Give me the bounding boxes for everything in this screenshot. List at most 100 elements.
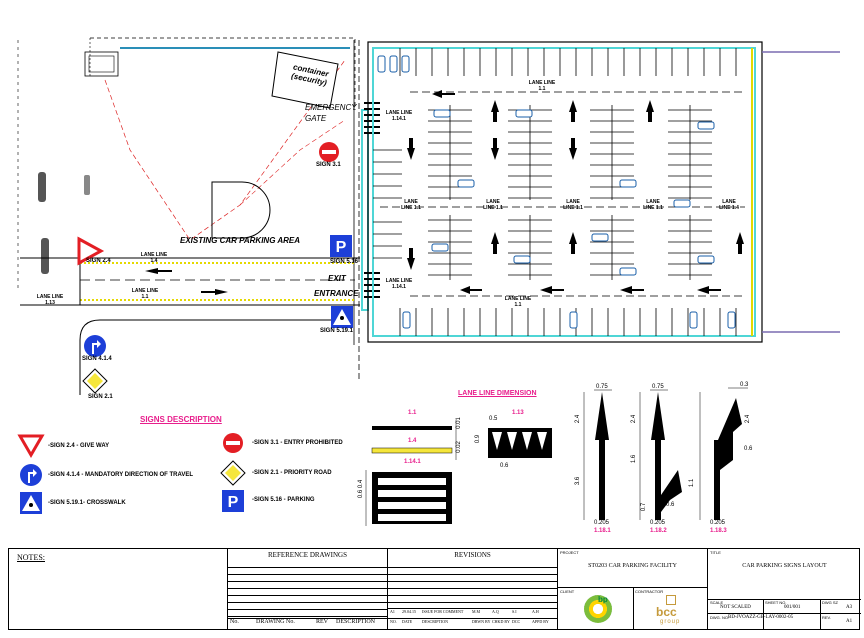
- sign-2-1-icon: [82, 368, 108, 394]
- lot-lane-1-4-mid: LANE LINE 1.4: [719, 199, 739, 211]
- lot-lane-1-14-1-bottom: LANE LINE 1.14.1: [385, 278, 413, 290]
- existing-parking-shape: [211, 181, 271, 239]
- exit-label: EXIT: [328, 274, 346, 283]
- lane-1-1-sample: [372, 426, 452, 430]
- lane-1-4-sample: [371, 447, 453, 454]
- lot-lane-1-1-top: LANE LINE 1.1: [528, 80, 556, 92]
- lane-dimension-title: LANE LINE DIMENSION: [458, 390, 537, 397]
- bottom-stalls: [399, 308, 737, 336]
- scale-value: NOT SCALED: [720, 605, 751, 610]
- bp-logo-text: bp: [598, 595, 608, 604]
- arrow-1-18-1: [595, 392, 609, 520]
- dwg-label: DWG. NO.: [710, 615, 730, 620]
- legend-item-parking: -SIGN 5.16 - PARKING: [252, 497, 315, 503]
- lot-lane-1-1-bottom: LANE LINE 1.1: [504, 296, 532, 308]
- legend-priority-icon: [220, 460, 246, 486]
- rev-row-date: 29.04.15: [402, 609, 416, 614]
- interior-stalls: [449, 105, 691, 280]
- dim-001: 0.01: [455, 417, 462, 429]
- left-stalls: [373, 149, 402, 259]
- drawing-title: CAR PARKING SIGNS LAYOUT: [742, 563, 827, 569]
- sign-3-1-label: SIGN 3.1: [316, 162, 341, 168]
- sign-5-16-icon: P: [330, 235, 352, 257]
- rev-col-dcc: DCC: [512, 619, 521, 624]
- project-panel: PROJECT ST0203 CAR PARKING FACILITY CLIE…: [557, 549, 707, 629]
- svg-text:P: P: [336, 239, 347, 256]
- lot-lane-1-1-mid-b: LANE LINE 1.1: [483, 199, 503, 211]
- dwg-number: BD-JVOAZZ-GE-LAY-0002-05: [728, 615, 794, 620]
- sign-5-19-1-label: SIGN 5.19.1: [320, 328, 354, 334]
- legend-direction-icon: [20, 464, 42, 486]
- dim-0205-a: 0.205: [594, 520, 610, 526]
- dim-label-1-14-1: 1.14.1: [404, 459, 421, 465]
- rev-col-chkd: CHKD BY: [492, 619, 510, 624]
- legend-parking-icon: P: [222, 490, 244, 512]
- rev-row-chkd: A.Q: [492, 609, 499, 614]
- arrow-1-18-2: [651, 392, 682, 520]
- dim-06-b: 0.6: [666, 502, 675, 508]
- rev-col-no: NO.: [390, 619, 397, 624]
- scale-label: SCALE: [710, 600, 724, 605]
- parking-lot-outline: [367, 41, 763, 343]
- rev-col-desc: DESCRIPTION: [422, 619, 449, 624]
- legend-item-crosswalk: -SIGN 5.19.1- CROSSWALK: [48, 500, 126, 506]
- project-name: ST0203 CAR PARKING FACILITY: [588, 563, 677, 569]
- legend-item-priority: -SIGN 2.1 - PRIORITY ROAD: [252, 470, 332, 476]
- dim-11: 1.1: [689, 478, 696, 488]
- ref-col-no: No.: [230, 619, 239, 625]
- contractor-label: CONTRACTOR: [635, 589, 664, 594]
- dim-06: 0.6: [500, 463, 509, 469]
- lot-lane-1-1-mid-c: LANE LINE 1.1: [563, 199, 583, 211]
- reference-drawings-panel: REFERENCE DRAWINGS No. DRAWING No. REV D…: [227, 549, 387, 629]
- lane-1-13-sample: [488, 428, 552, 458]
- dim-09: 0.9: [475, 434, 482, 444]
- legend-no-entry-icon: [223, 433, 243, 453]
- lot-arrows: [407, 90, 744, 294]
- lane-line-1-13-label: LANE LINE 1.13: [36, 294, 64, 306]
- revisions-panel: REVISIONS A1 29.04.15 ISSUE FOR COMMENT …: [387, 549, 557, 629]
- svg-text:P: P: [228, 494, 239, 511]
- lane-line-1-1-label: LANE LINE 1.1: [131, 288, 159, 300]
- signs-description-title: SIGNS DESCRIPTION: [140, 415, 222, 424]
- parked-cars: [377, 55, 736, 329]
- bcc-group-text: group: [660, 619, 681, 625]
- sign-2-4-label: SIGN 2.4: [86, 258, 111, 264]
- rev-col-date: DATE: [402, 619, 413, 624]
- rev-value: A1: [846, 619, 853, 624]
- dim-label-1-13: 1.13: [512, 410, 524, 416]
- dim-16: 1.6: [631, 454, 638, 464]
- dim-0205-c: 0.205: [710, 520, 726, 526]
- notes-label: NOTES:: [17, 553, 45, 562]
- ref-col-drawing: DRAWING No.: [256, 619, 295, 625]
- dim-label-1-18-1: 1.18.1: [594, 528, 611, 534]
- rev-col-drwn: DRWN BY: [472, 619, 491, 624]
- dim-24-b: 2.4: [631, 414, 638, 424]
- lot-lane-1-14-1-top: LANE LINE 1.14.1: [385, 110, 413, 122]
- rev-label: REV.: [822, 615, 831, 620]
- legend-item-direction: -SIGN 4.1.4 - MANDATORY DIRECTION OF TRA…: [48, 472, 194, 478]
- dim-075-b: 0.75: [652, 384, 664, 390]
- dim-24-a: 2.4: [575, 414, 582, 424]
- legend-item-give-way: -SIGN 2.4 - GIVE WAY: [48, 443, 110, 449]
- sign-4-1-4-icon: [84, 335, 106, 357]
- rev-row-no: A1: [390, 609, 395, 614]
- size-value: A3: [846, 605, 853, 610]
- top-stalls: [399, 48, 737, 76]
- size-label: DWG SZ: [822, 600, 838, 605]
- bcc-logo-text: bcc: [656, 605, 677, 619]
- dim-002: 0.02: [455, 441, 462, 453]
- sign-2-1-label: SIGN 2.1: [88, 394, 113, 400]
- sheet-label: SHEET NO.: [765, 600, 787, 605]
- ref-col-rev: REV: [316, 619, 328, 625]
- entrance-label: ENTRANCE: [314, 289, 359, 298]
- dim-label-1-1: 1.1: [408, 410, 417, 416]
- emergency-gate-label: EMERGENCY GATE: [305, 103, 357, 123]
- rev-row-drwn: M.M: [472, 609, 481, 614]
- container-building: [271, 51, 339, 109]
- sign-5-16-label: SIGN 5.16: [330, 259, 359, 265]
- ref-col-desc: DESCRIPTION: [336, 619, 376, 625]
- dim-0604: 0.6 0.4: [358, 479, 365, 499]
- lane-line-1-4-label: LANE LINE 1.4: [140, 252, 168, 264]
- sign-5-19-1-icon: [331, 306, 353, 328]
- dim-03: 0.3: [740, 382, 749, 388]
